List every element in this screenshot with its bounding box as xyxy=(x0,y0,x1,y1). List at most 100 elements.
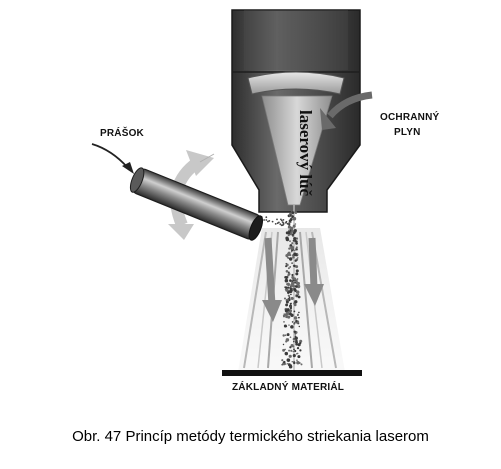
powder-particle xyxy=(285,288,289,292)
powder-particle xyxy=(295,340,298,344)
powder-particle xyxy=(274,223,277,225)
powder-particle xyxy=(287,282,290,285)
powder-particle xyxy=(290,296,294,300)
powder-particle xyxy=(285,221,287,224)
powder-label: PRÁŠOK xyxy=(100,128,144,139)
powder-particle xyxy=(283,324,287,328)
powder-particle xyxy=(297,355,301,359)
powder-particle xyxy=(286,333,290,337)
powder-particle xyxy=(295,242,298,245)
powder-particle xyxy=(286,222,289,225)
powder-particle xyxy=(296,294,298,297)
powder-particle xyxy=(285,307,288,310)
powder-particle xyxy=(288,247,291,250)
powder-particle xyxy=(293,361,296,365)
powder-particle xyxy=(293,316,298,320)
powder-particle xyxy=(283,313,285,315)
powder-particle xyxy=(288,324,290,326)
powder-particle xyxy=(284,363,287,365)
powder-particle xyxy=(298,311,300,314)
powder-particle xyxy=(294,281,297,284)
powder-particle xyxy=(293,310,296,313)
powder-particle xyxy=(284,348,286,351)
powder-particle xyxy=(294,211,298,214)
powder-particle xyxy=(278,221,280,224)
powder-particle xyxy=(291,281,295,285)
powder-particle xyxy=(295,290,300,294)
powder-particle xyxy=(298,316,300,319)
powder-particle xyxy=(282,219,285,221)
powder-particle xyxy=(291,360,294,363)
powder-particle xyxy=(292,254,294,256)
powder-particle xyxy=(291,262,293,264)
powder-particle xyxy=(285,303,289,307)
powder-particle xyxy=(291,273,294,277)
powder-particle xyxy=(296,313,299,316)
base-material-label: ZÁKLADNÝ MATERIÁL xyxy=(232,382,345,393)
powder-particle xyxy=(295,352,298,355)
powder-particle xyxy=(292,216,297,221)
powder-particle xyxy=(290,302,292,305)
powder-particle xyxy=(294,300,298,304)
powder-particle xyxy=(295,237,299,240)
powder-particle xyxy=(293,249,296,252)
powder-particle xyxy=(295,269,299,273)
powder-particle xyxy=(293,277,297,281)
shield-gas-arrow xyxy=(320,91,373,130)
powder-particle xyxy=(286,308,290,312)
powder-particle xyxy=(285,311,290,316)
powder-particle xyxy=(284,278,289,283)
powder-particle xyxy=(297,295,301,299)
powder-particle xyxy=(289,279,292,282)
powder-particle-stream xyxy=(257,210,303,369)
powder-particle xyxy=(282,314,286,318)
powder-particle xyxy=(291,242,294,245)
powder-particle xyxy=(293,303,297,307)
laser-beam-label: laserový lúč xyxy=(296,110,315,197)
powder-particle xyxy=(287,286,290,289)
powder-particle xyxy=(287,257,290,259)
powder-particle xyxy=(287,272,291,276)
powder-particle xyxy=(287,358,291,362)
powder-particle xyxy=(285,270,289,273)
powder-particle xyxy=(283,360,286,364)
shield-gas-label-line1: OCHRANNÝ xyxy=(380,112,440,123)
powder-particle xyxy=(290,349,293,352)
powder-particle xyxy=(292,235,294,238)
powder-particle xyxy=(292,224,296,228)
powder-particle xyxy=(287,267,290,270)
powder-particle xyxy=(293,348,295,351)
powder-particle xyxy=(282,334,285,337)
powder-particle xyxy=(289,346,292,349)
powder-particle xyxy=(290,344,294,348)
spray-arrow-right xyxy=(304,237,324,306)
powder-particle xyxy=(288,229,291,232)
powder-particle xyxy=(287,315,291,319)
powder-particle xyxy=(291,276,294,278)
spray-arrow-left xyxy=(262,237,282,322)
powder-particle xyxy=(297,343,301,347)
powder-particle xyxy=(287,294,290,297)
powder-particle xyxy=(289,240,291,242)
powder-particle xyxy=(300,363,303,366)
powder-particle xyxy=(293,237,297,241)
powder-particle xyxy=(285,300,289,304)
powder-particle xyxy=(288,349,291,352)
powder-particle xyxy=(290,325,294,329)
powder-particle xyxy=(279,223,282,226)
powder-particle xyxy=(285,278,288,280)
powder-particle xyxy=(290,293,292,296)
powder-particle xyxy=(295,272,299,276)
powder-particle xyxy=(283,297,287,300)
powder-particle xyxy=(265,216,268,219)
figure-caption: Obr. 47 Princíp metódy termického striek… xyxy=(72,428,429,445)
powder-particle xyxy=(280,218,282,221)
powder-particle xyxy=(296,360,300,365)
powder-particle xyxy=(290,246,294,250)
powder-particle xyxy=(292,354,296,358)
powder-particle xyxy=(298,362,301,364)
powder-particle xyxy=(282,223,285,226)
powder-particle xyxy=(289,214,292,216)
powder-particle xyxy=(285,286,288,289)
